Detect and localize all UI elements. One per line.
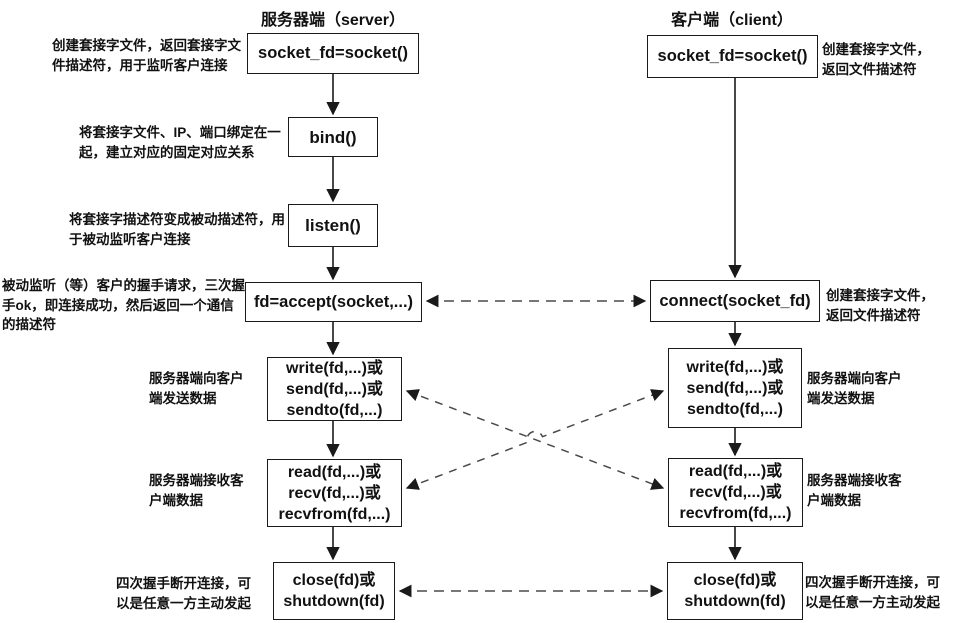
server-write-box: write(fd,...)或 send(fd,...)或 sendto(fd,.… bbox=[267, 357, 402, 421]
server-listen-box: listen() bbox=[288, 204, 378, 247]
server-accept-box: fd=accept(socket,...) bbox=[245, 282, 422, 322]
server-read-box: read(fd,...)或 recv(fd,...)或 recvfrom(fd,… bbox=[267, 459, 402, 527]
client-read-note: 服务器端接收客 户端数据 bbox=[807, 473, 902, 508]
server-listen-note: 将套接字描述符变成被动描述符，用 于被动监听客户连接 bbox=[69, 212, 285, 247]
client-write-note: 服务器端向客户 端发送数据 bbox=[807, 371, 902, 406]
client-connect-box: connect(socket_fd) bbox=[650, 280, 820, 322]
client-close-note: 四次握手断开连接，可 以是任意一方主动发起 bbox=[805, 575, 940, 610]
client-column-title: 客户端（client） bbox=[671, 12, 793, 29]
client-write-box: write(fd,...)或 send(fd,...)或 sendto(fd,.… bbox=[668, 348, 802, 428]
server-column-title: 服务器端（server） bbox=[260, 12, 406, 29]
server-close-note: 四次握手断开连接，可 以是任意一方主动发起 bbox=[116, 576, 251, 611]
server-socket-note: 创建套接字文件，返回套接字文 件描述符，用于监听客户连接 bbox=[52, 38, 241, 73]
server-bind-box: bind() bbox=[288, 117, 378, 157]
client-connect-note: 创建套接字文件， 返回文件描述符 bbox=[826, 288, 934, 323]
server-read-note: 服务器端接收客 户端数据 bbox=[149, 473, 244, 508]
client-read-box: read(fd,...)或 recv(fd,...)或 recvfrom(fd,… bbox=[668, 458, 803, 527]
server-write-note: 服务器端向客户 端发送数据 bbox=[149, 371, 244, 406]
server-bind-note: 将套接字文件、IP、端口绑定在一 起，建立对应的固定对应关系 bbox=[79, 125, 281, 160]
communication-arrows bbox=[398, 294, 665, 598]
server-socket-box: socket_fd=socket() bbox=[247, 33, 419, 74]
arrow-client-write-to-server-read bbox=[405, 389, 665, 490]
server-close-box: close(fd)或 shutdown(fd) bbox=[273, 562, 395, 620]
client-socket-note: 创建套接字文件， 返回文件描述符 bbox=[822, 42, 930, 77]
client-close-box: close(fd)或 shutdown(fd) bbox=[667, 562, 803, 620]
server-accept-note: 被动监听（等）客户的握手请求，三次握 手ok，即连接成功，然后返回一个通信 的描… bbox=[2, 278, 245, 332]
client-socket-box: socket_fd=socket() bbox=[647, 35, 818, 78]
